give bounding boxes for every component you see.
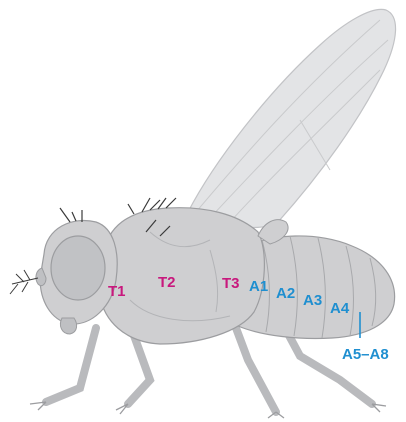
- wing: [188, 9, 396, 227]
- label-t3: T3: [222, 275, 240, 292]
- proboscis: [60, 318, 76, 334]
- label-a3: A3: [303, 292, 322, 309]
- leg-tips: [30, 402, 386, 418]
- label-a5-a8: A5–A8: [342, 346, 389, 363]
- head-bristles: [60, 208, 82, 222]
- label-a2: A2: [276, 285, 295, 302]
- thorax: [100, 208, 264, 344]
- label-t1: T1: [108, 283, 126, 300]
- compound-eye: [51, 236, 105, 300]
- label-a1: A1: [249, 278, 268, 295]
- label-t2: T2: [158, 274, 176, 291]
- label-a4: A4: [330, 300, 350, 317]
- arista-bristles: [10, 270, 38, 294]
